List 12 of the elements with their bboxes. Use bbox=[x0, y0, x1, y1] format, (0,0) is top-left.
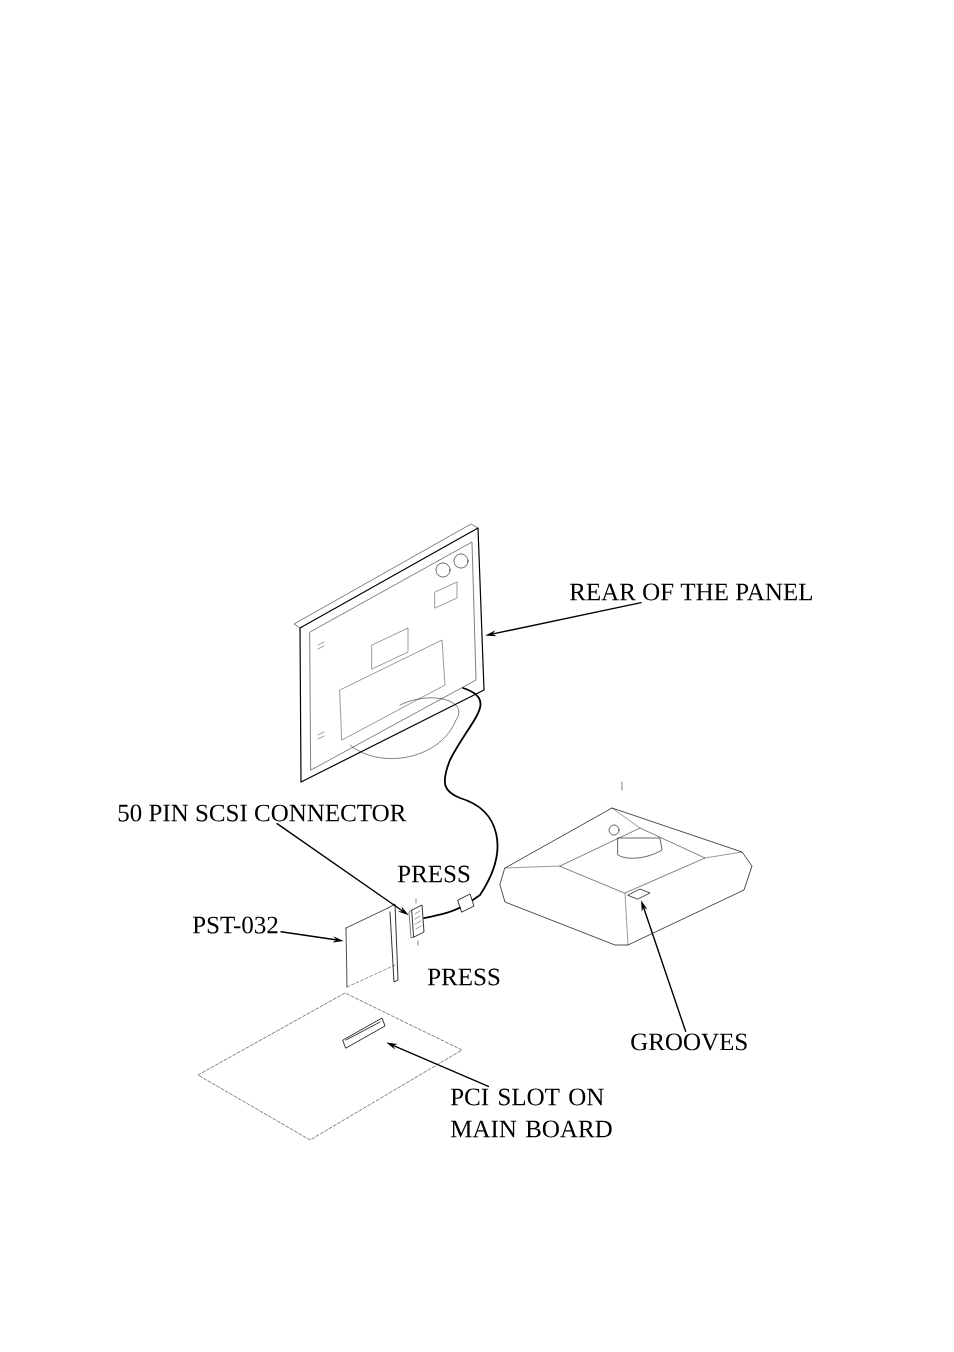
instruction-label: PRESS bbox=[427, 968, 500, 986]
part-drawing bbox=[293, 523, 485, 783]
part-drawing bbox=[408, 898, 425, 946]
part-label: 50 PIN SCSI CONNECTOR bbox=[118, 804, 407, 822]
part-label: PCI SLOT ON MAIN BOARD bbox=[450, 1088, 612, 1138]
instruction-label: PRESS bbox=[397, 865, 470, 883]
part-drawing bbox=[342, 1017, 386, 1049]
part-label: REAR OF THE PANEL bbox=[569, 583, 812, 601]
part-drawing bbox=[345, 903, 399, 988]
part-drawing bbox=[627, 888, 651, 900]
part-label: PST-032 bbox=[192, 916, 278, 934]
part-label: GROOVES bbox=[631, 1033, 747, 1051]
